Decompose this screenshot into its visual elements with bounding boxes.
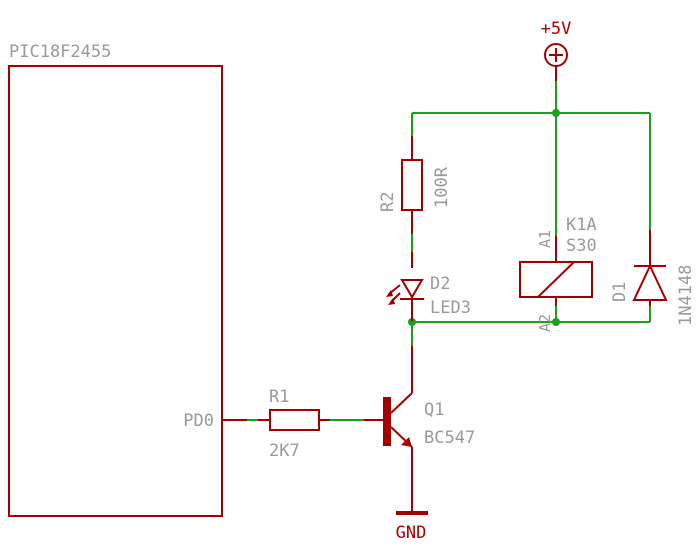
led-arrow-2-head [388,298,395,305]
transistor-base-bar [383,397,391,446]
resistor-r1: R1 2K7 [258,387,330,461]
ground: GND [396,490,428,543]
led-triangle [400,279,424,299]
led-arrow-1-head [386,290,393,297]
supply-5v: +5V [541,19,572,81]
q1-value-label: BC547 [424,428,475,448]
r2-value-label: 100R [432,166,452,208]
ic-body [8,65,223,517]
relay-k1a: K1A S30 A1 A2 [519,215,597,332]
transistor-emitter-arrow [401,437,412,447]
transistor-collector [390,392,413,414]
k1-ref-label: K1A [566,215,597,235]
resistor-r2: R2 100R [378,136,452,234]
k1-pin-a1-label: A1 [536,230,554,248]
d2-ref-label: D2 [430,274,450,294]
diode-d1: D1 1N4148 [610,230,696,326]
r1-value-label: 2K7 [269,441,300,461]
led-d2: D2 LED3 [386,252,471,321]
microcontroller-pic18f2455: PIC18F2455 PD0 [8,42,247,517]
r2-body [401,159,423,211]
k1-pin-a2-label: A2 [536,314,554,332]
k1-value-label: S30 [566,236,597,256]
q1-ref-label: Q1 [424,400,444,420]
ground-label: GND [396,523,427,543]
r2-ref-label: R2 [378,192,398,212]
d1-ref-label: D1 [610,282,630,302]
junctions [408,109,560,326]
d2-value-label: LED3 [430,298,471,318]
relay-coil-diagonal [537,261,575,298]
supply-label: +5V [541,19,572,39]
r1-ref-label: R1 [269,387,289,407]
junction-bottom-left [408,318,416,326]
led-emission-arrows [386,284,401,305]
ic-pin-label-pd0: PD0 [183,411,214,431]
ic-name-label: PIC18F2455 [9,42,111,62]
transistor-q1: Q1 BC547 [364,346,475,490]
d1-value-label: 1N4148 [676,265,696,326]
junction-bottom-mid [552,318,560,326]
junction-top [552,109,560,117]
r1-body [269,409,320,431]
diode-triangle [632,263,668,301]
